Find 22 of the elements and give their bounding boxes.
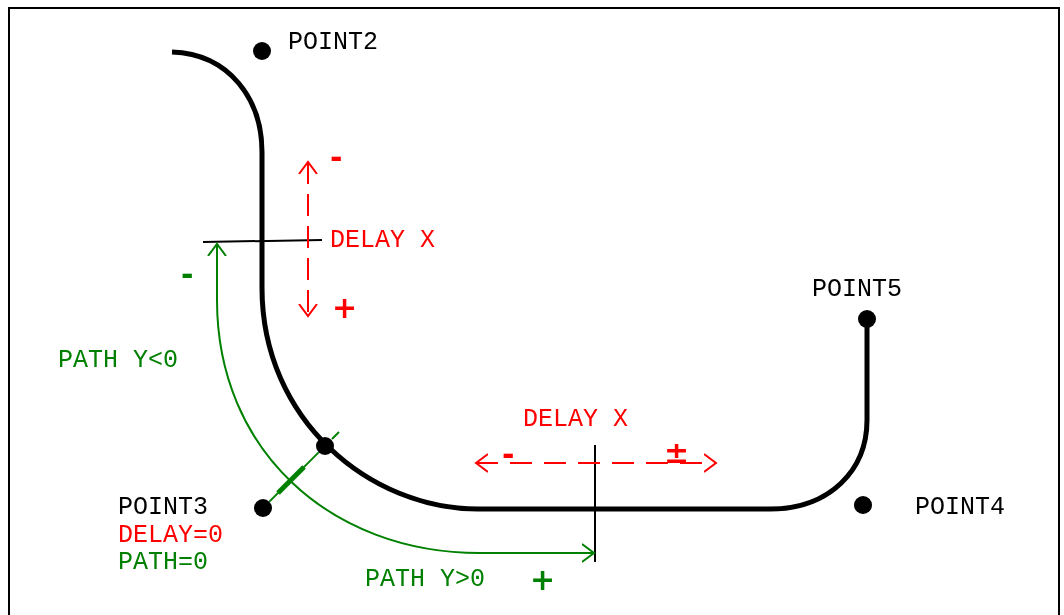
point-label: PATH=0 bbox=[118, 550, 208, 576]
point-label: POINT4 bbox=[915, 495, 1005, 521]
point-dot bbox=[858, 310, 876, 328]
point-label: POINT2 bbox=[288, 30, 378, 56]
dimension-label: PATH Y>0 bbox=[365, 567, 486, 593]
sign-mark: - bbox=[181, 260, 194, 290]
sign-mark: - bbox=[502, 440, 515, 470]
dimension-label: DELAY X bbox=[523, 407, 629, 433]
point-dot bbox=[854, 496, 872, 514]
point-label: DELAY=0 bbox=[118, 523, 224, 549]
sign-mark: + bbox=[332, 293, 358, 323]
dimension-label: PATH Y<0 bbox=[58, 348, 179, 374]
point-dot bbox=[253, 42, 271, 60]
point-label: POINT5 bbox=[812, 277, 902, 303]
point-label: POINT3 bbox=[118, 495, 208, 521]
connector-line bbox=[268, 451, 320, 503]
sign-mark: + bbox=[530, 565, 556, 595]
sign-mark: - bbox=[330, 143, 343, 173]
point-dot bbox=[316, 437, 334, 455]
sign-mark: ± bbox=[664, 438, 690, 468]
point-dot bbox=[254, 499, 272, 517]
dimension-label: DELAY X bbox=[330, 228, 436, 254]
